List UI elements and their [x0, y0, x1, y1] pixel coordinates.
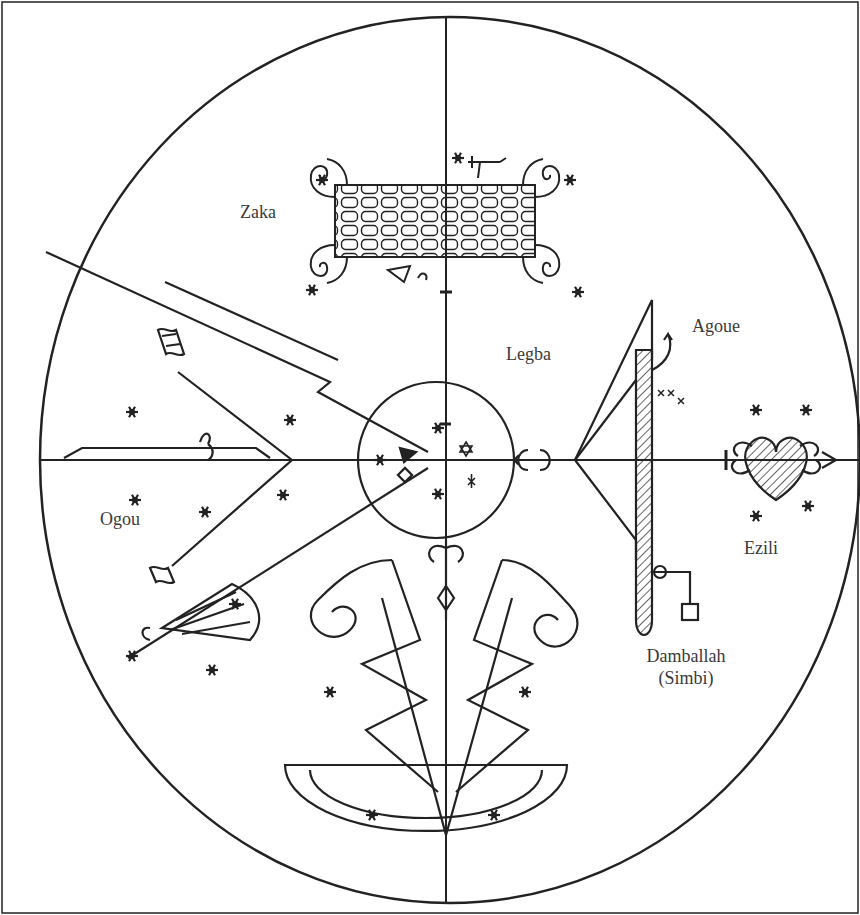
veve-stroke: [150, 567, 174, 583]
veve-stroke: [523, 159, 559, 197]
veve-stroke: [311, 245, 347, 283]
veve-stroke: [734, 443, 818, 457]
veve-stroke: [519, 687, 531, 697]
veve-stroke: [572, 287, 584, 297]
loa-name: Ogou: [98, 509, 142, 531]
veve-stroke: [311, 159, 347, 197]
veve-stroke: [64, 448, 270, 458]
veve-stroke: [126, 651, 138, 661]
veve-stroke: [199, 507, 211, 517]
veve-stroke: [358, 382, 514, 538]
loa-name: Agoue: [690, 316, 742, 338]
veve-stroke: [158, 329, 184, 355]
veve-stroke: [46, 252, 428, 452]
veve-stroke: [388, 266, 410, 282]
loa-name: Zaka: [238, 202, 278, 224]
veve-stroke: [540, 450, 550, 470]
veve-stroke: [802, 501, 814, 511]
veve-stroke: [324, 687, 336, 697]
veve-stroke: [488, 810, 500, 820]
loa-name: Legba: [504, 344, 553, 366]
veve-stroke: [162, 584, 259, 640]
veve-stroke: [652, 334, 672, 370]
veve-stroke: [750, 511, 762, 521]
veve-stroke: [143, 628, 151, 640]
outer-circle: [40, 17, 860, 903]
veve-stroke: [682, 604, 698, 620]
veve-stroke: [172, 372, 292, 566]
veve-stroke: [277, 490, 289, 500]
veve-stroke: [468, 156, 506, 178]
veve-stroke: [316, 175, 328, 185]
veve-stroke: [285, 765, 567, 831]
veve-stroke: [523, 245, 559, 283]
veve-stroke: [516, 450, 529, 470]
veve-stroke: [800, 405, 812, 415]
ezili-symbol: [722, 438, 836, 500]
loa-name: Ezili: [742, 538, 780, 560]
veve-stroke: [722, 459, 836, 461]
veve-stroke: [382, 598, 512, 835]
veve-stroke: [310, 770, 542, 818]
veve-stroke: [725, 450, 728, 470]
veve-stroke: [438, 586, 454, 610]
veve-stroke: [170, 592, 250, 634]
loa-name: Damballah (Simbi): [634, 646, 738, 689]
veve-stroke: [440, 291, 452, 294]
veve-stroke: [306, 285, 318, 295]
veve-stroke: [432, 423, 444, 433]
veve-stroke: [400, 448, 416, 462]
veve-stroke: [362, 560, 438, 792]
veve-stroke: [452, 153, 464, 163]
veve-stroke: [374, 455, 386, 465]
veve-stroke: [575, 380, 636, 460]
veve-stroke: [441, 423, 451, 426]
veve-stroke: [636, 350, 652, 635]
veve-stroke: [40, 459, 860, 461]
cross-lines: [40, 17, 860, 903]
veve-stroke: [126, 407, 138, 417]
veve-stroke: [750, 405, 762, 415]
veve-stroke: [366, 810, 378, 820]
zaka-symbol: [311, 156, 559, 292]
veve-stroke: [311, 560, 392, 637]
veve-stroke: [418, 274, 426, 280]
damballah-symbol: [285, 540, 577, 835]
veve-stroke: [200, 434, 213, 460]
veve-stroke: [456, 560, 532, 792]
veve-stroke: [129, 495, 141, 505]
veve-stroke: [284, 415, 296, 425]
veve-stroke: [822, 452, 836, 468]
veve-stroke: [468, 474, 475, 488]
veve-stroke: [652, 572, 690, 604]
ogou-symbol: [46, 252, 428, 658]
veve-stroke: [432, 489, 444, 499]
veve-stroke: [165, 282, 338, 360]
legba-symbol: [358, 382, 550, 538]
veve-stroke: [732, 460, 820, 474]
veve-stroke: [229, 599, 241, 609]
veve-stroke: [502, 560, 577, 647]
veve-stroke: [460, 442, 472, 456]
veve-stroke: [206, 665, 218, 675]
veve-stroke: [335, 185, 535, 257]
veve-stroke: [128, 468, 428, 658]
veve-stroke: [658, 390, 684, 404]
veve-stroke: [575, 460, 636, 560]
agoue-symbol: [575, 300, 698, 635]
veve-stroke: [564, 175, 576, 185]
veve-stroke: [745, 438, 806, 500]
veve-stroke: [429, 540, 463, 620]
